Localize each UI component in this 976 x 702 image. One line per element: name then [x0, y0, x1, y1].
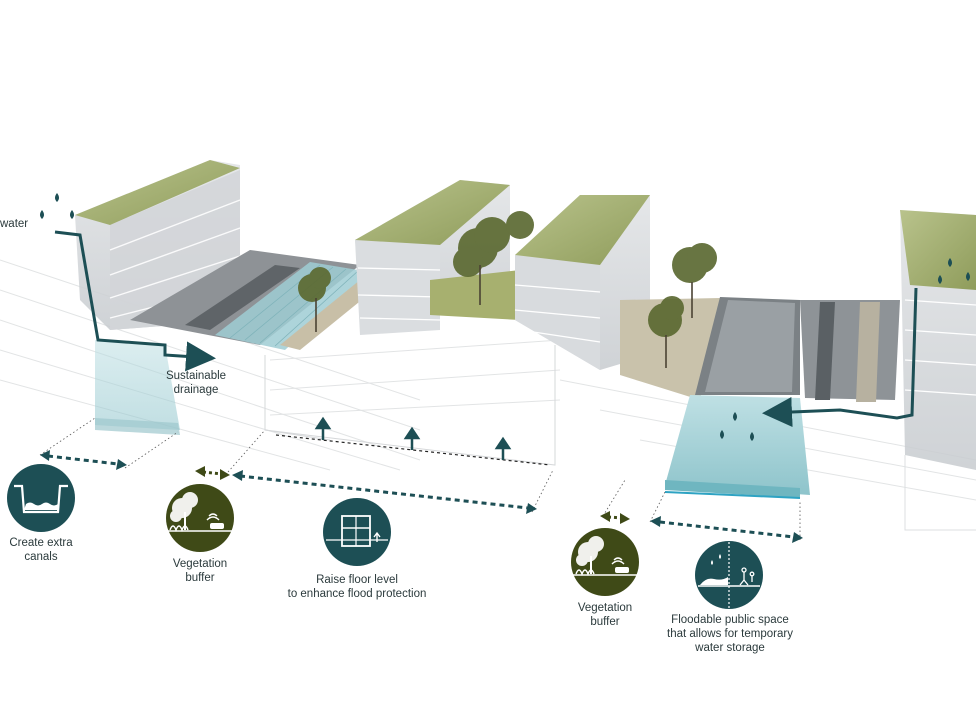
raise-floor-icon	[323, 498, 391, 566]
building-center-right	[514, 195, 650, 370]
vegetation-buffer-right-label: Vegetation buffer	[577, 602, 633, 628]
drainage-pool	[95, 340, 180, 430]
vegetation-buffer-left-label: Vegetation buffer	[172, 558, 228, 584]
floodable-basin	[664, 395, 810, 499]
building-right	[900, 210, 976, 531]
floodable-space-icon	[695, 541, 763, 609]
raise-floor-level-label: Raise floor level to enhance flood prote…	[287, 574, 427, 600]
street-right	[620, 297, 900, 402]
water-drop-icons	[40, 193, 970, 441]
vegetation-buffer-icon	[166, 484, 234, 552]
vegetation-buffer-icon	[571, 528, 639, 596]
water-flow-paths	[54, 230, 918, 427]
building-center-left	[355, 180, 520, 335]
sustainable-drainage-label: Sustainable drainage	[165, 370, 227, 396]
podium-outline	[264, 345, 556, 466]
dimension-arrows	[40, 450, 803, 543]
create-extra-canals-label: Create extra canals	[9, 537, 73, 563]
floodable-public-space-label: Floodable public space that allows for t…	[667, 614, 793, 654]
street-left	[130, 250, 380, 350]
leader-lines	[39, 417, 801, 540]
water-label: water	[0, 218, 29, 230]
raise-floor-markers	[275, 416, 551, 466]
tree-icons	[298, 211, 717, 368]
canal-section-icon	[7, 464, 75, 532]
